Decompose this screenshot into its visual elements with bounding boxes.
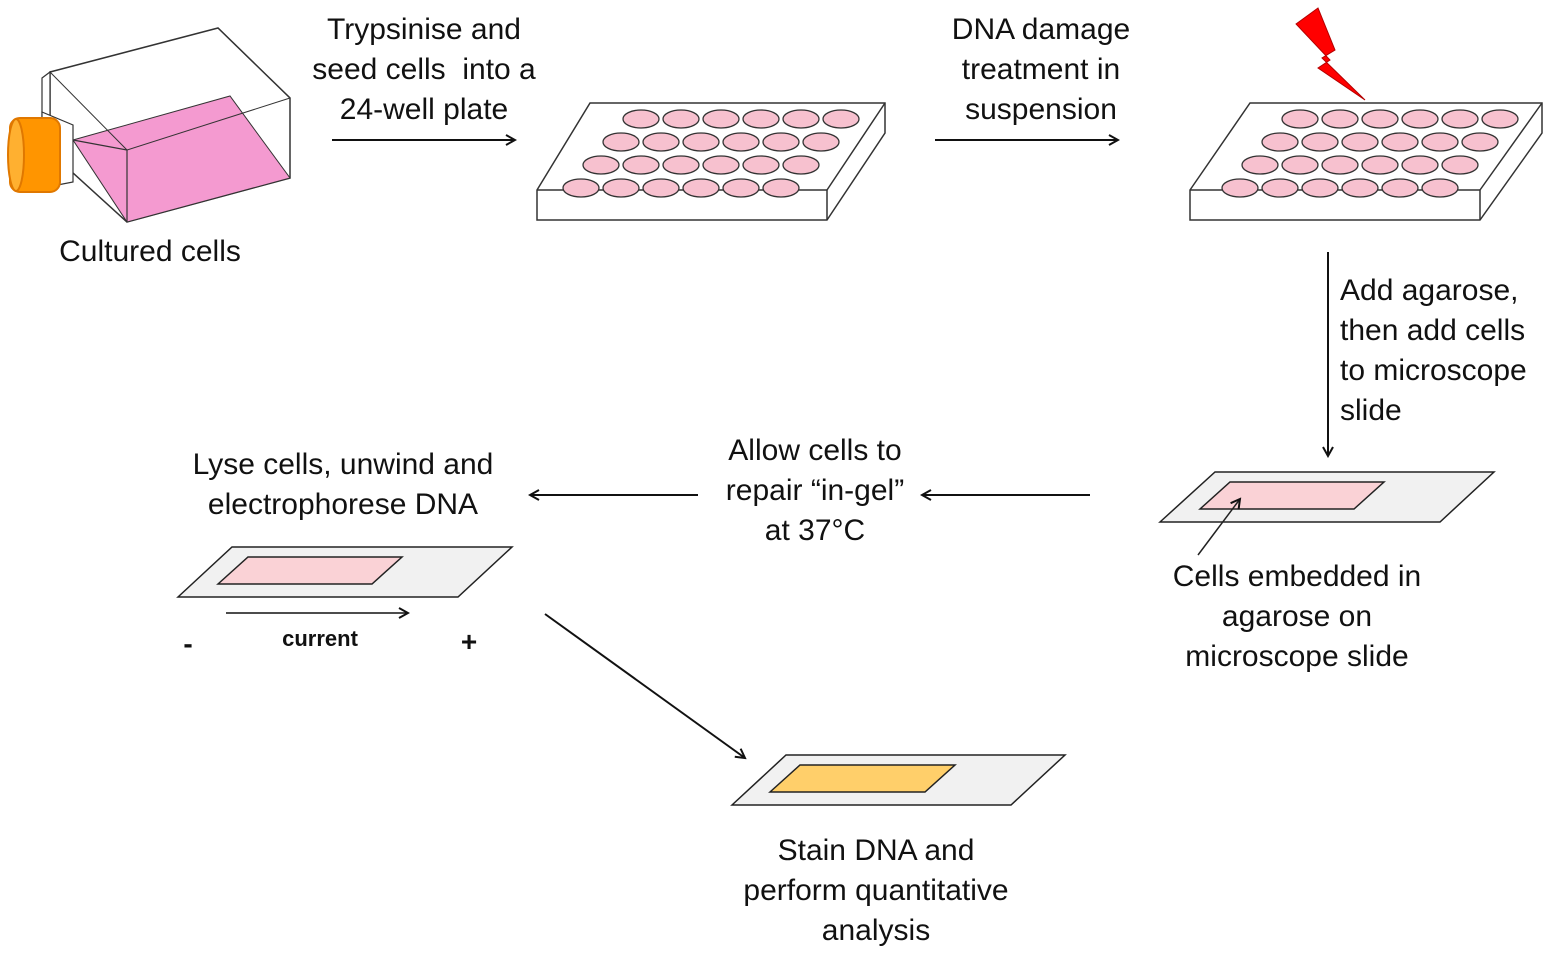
well xyxy=(762,178,800,198)
well xyxy=(1361,155,1399,175)
arrow-stain xyxy=(544,613,745,758)
microscope-slide-icon xyxy=(730,754,1067,806)
label-line: Trypsinise and xyxy=(327,13,521,46)
pointer-line xyxy=(1197,499,1240,556)
label-line: electrophorese DNA xyxy=(207,488,479,521)
well xyxy=(1381,132,1419,152)
well xyxy=(802,132,840,152)
well-plate-icon xyxy=(1189,102,1543,221)
label-line: Cells embedded in xyxy=(1172,560,1422,593)
label-line: Stain DNA and xyxy=(777,834,975,867)
well xyxy=(1401,109,1439,129)
well xyxy=(602,178,640,198)
label-line: repair “in-gel” xyxy=(725,474,905,507)
well xyxy=(1261,132,1299,152)
well xyxy=(1241,155,1279,175)
well xyxy=(622,155,660,175)
well xyxy=(782,109,820,129)
well xyxy=(1441,109,1479,129)
culture-flask-icon xyxy=(7,27,291,223)
label-line: Lyse cells, unwind and xyxy=(192,448,494,481)
label-line: analysis xyxy=(821,914,931,947)
well xyxy=(762,132,800,152)
label-seed-step: Trypsinise and seed cells into a 24-well… xyxy=(312,10,535,130)
well xyxy=(1321,155,1359,175)
well-grid xyxy=(1221,109,1519,198)
label-line: perform quantitative xyxy=(743,874,1009,907)
well xyxy=(1481,109,1519,129)
well xyxy=(602,132,640,152)
well xyxy=(682,178,720,198)
label-line: DNA damage xyxy=(951,13,1131,46)
well xyxy=(782,155,820,175)
well xyxy=(1281,155,1319,175)
label-cultured-cells: Cultured cells xyxy=(59,235,241,268)
well xyxy=(582,155,620,175)
label-stain-step: Stain DNA and perform quantitative analy… xyxy=(743,831,1008,951)
well xyxy=(1441,155,1479,175)
well xyxy=(742,155,780,175)
lightning-bolt-icon xyxy=(1295,7,1366,101)
well xyxy=(662,109,700,129)
well xyxy=(642,132,680,152)
well xyxy=(1261,178,1299,198)
well xyxy=(642,178,680,198)
well xyxy=(722,132,760,152)
well xyxy=(1361,109,1399,129)
label-minus-electrode: - xyxy=(183,628,193,659)
well xyxy=(662,155,700,175)
well-grid xyxy=(562,109,860,198)
label-line: treatment in xyxy=(961,53,1121,86)
label-repair-step: Allow cells to repair “in-gel” at 37°C xyxy=(726,431,904,551)
label-embedded: Cells embedded in agarose on microscope … xyxy=(1173,557,1421,677)
microscope-slide-icon xyxy=(1158,471,1496,556)
label-current: current xyxy=(282,626,358,651)
label-line: slide xyxy=(1340,394,1402,427)
well xyxy=(1341,132,1379,152)
well xyxy=(682,132,720,152)
well xyxy=(1461,132,1499,152)
well xyxy=(1301,132,1339,152)
well xyxy=(1321,109,1359,129)
label-line: Allow cells to xyxy=(728,434,902,467)
label-agarose-step: Add agarose, then add cells to microscop… xyxy=(1340,271,1527,431)
label-line: then add cells xyxy=(1340,314,1526,347)
well xyxy=(622,109,660,129)
well xyxy=(1281,109,1319,129)
well xyxy=(722,178,760,198)
well xyxy=(1301,178,1339,198)
label-damage-step: DNA damage treatment in suspension xyxy=(952,10,1130,130)
well xyxy=(742,109,780,129)
well xyxy=(1341,178,1379,198)
label-line: suspension xyxy=(965,93,1117,126)
label-line: 24-well plate xyxy=(339,93,509,126)
well-plate-icon xyxy=(536,102,886,221)
well xyxy=(822,109,860,129)
well xyxy=(1221,178,1259,198)
well xyxy=(702,155,740,175)
label-plus-electrode: + xyxy=(460,626,478,657)
label-line: agarose on xyxy=(1221,600,1373,633)
label-line: at 37°C xyxy=(764,514,866,547)
well xyxy=(1421,132,1459,152)
label-line: Add agarose, xyxy=(1340,274,1519,307)
label-line: seed cells into a xyxy=(312,53,536,86)
well xyxy=(1421,178,1459,198)
well xyxy=(562,178,600,198)
well xyxy=(1381,178,1419,198)
well xyxy=(702,109,740,129)
label-lyse-step: Lyse cells, unwind and electrophorese DN… xyxy=(193,445,494,525)
label-line: to microscope xyxy=(1340,354,1527,387)
microscope-slide-icon xyxy=(176,546,514,613)
label-line: microscope slide xyxy=(1185,640,1409,673)
well xyxy=(1401,155,1439,175)
